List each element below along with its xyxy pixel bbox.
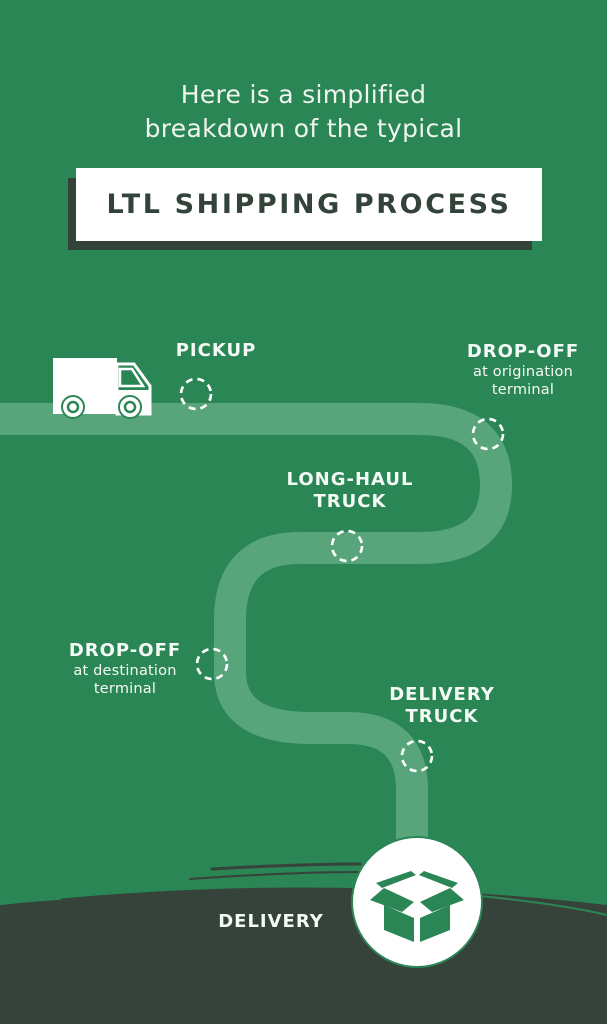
step-title: DELIVERY bbox=[218, 911, 324, 932]
step-label-pickup: PICKUP bbox=[166, 340, 266, 362]
step-title: TRUCK bbox=[405, 706, 479, 727]
open-box-icon bbox=[370, 871, 464, 942]
dark-ground bbox=[0, 887, 607, 1024]
step-subtitle: terminal bbox=[93, 681, 157, 697]
step-subtitle: terminal bbox=[491, 382, 555, 398]
intro-text: Here is a simplified breakdown of the ty… bbox=[0, 78, 607, 146]
step-title: PICKUP bbox=[175, 340, 257, 361]
delivery-badge bbox=[351, 836, 483, 968]
brush-stroke bbox=[479, 895, 607, 916]
intro-line-1: Here is a simplified bbox=[180, 80, 427, 109]
waypoint-pickup bbox=[179, 377, 213, 411]
step-title: DROP-OFF bbox=[466, 341, 580, 362]
step-label-drop-off-destination: DROP-OFF at destination terminal bbox=[52, 640, 198, 698]
page-title: LTL SHIPPING PROCESS bbox=[106, 189, 512, 220]
step-title: DROP-OFF bbox=[68, 640, 182, 661]
brush-stroke bbox=[0, 898, 61, 905]
waypoint-drop-off-destination bbox=[195, 647, 229, 681]
waypoint-long-haul bbox=[330, 529, 364, 563]
step-label-long-haul: LONG-HAUL TRUCK bbox=[270, 469, 430, 513]
step-label-delivery-truck: DELIVERY TRUCK bbox=[372, 684, 512, 728]
brush-stroke bbox=[189, 871, 361, 880]
title-banner: LTL SHIPPING PROCESS bbox=[76, 168, 542, 241]
step-title: DELIVERY bbox=[389, 684, 495, 705]
step-title: LONG-HAUL bbox=[286, 469, 414, 490]
waypoint-delivery-truck bbox=[400, 739, 434, 773]
intro-line-2: breakdown of the typical bbox=[144, 114, 463, 143]
step-label-delivery: DELIVERY bbox=[206, 911, 336, 933]
brush-stroke bbox=[210, 862, 362, 871]
waypoint-drop-off-origin bbox=[471, 417, 505, 451]
step-label-drop-off-origin: DROP-OFF at origination terminal bbox=[450, 341, 596, 399]
step-title: TRUCK bbox=[313, 491, 387, 512]
step-subtitle: at destination bbox=[73, 663, 177, 679]
route-path bbox=[0, 403, 513, 900]
step-subtitle: at origination bbox=[473, 364, 573, 380]
truck-icon bbox=[53, 358, 152, 419]
